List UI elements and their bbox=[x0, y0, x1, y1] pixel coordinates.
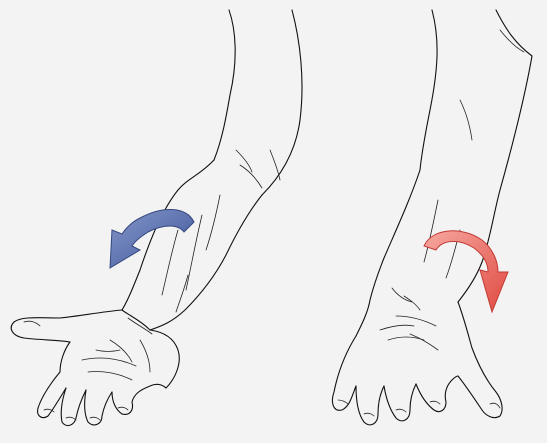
panel-right-background bbox=[318, 0, 547, 443]
